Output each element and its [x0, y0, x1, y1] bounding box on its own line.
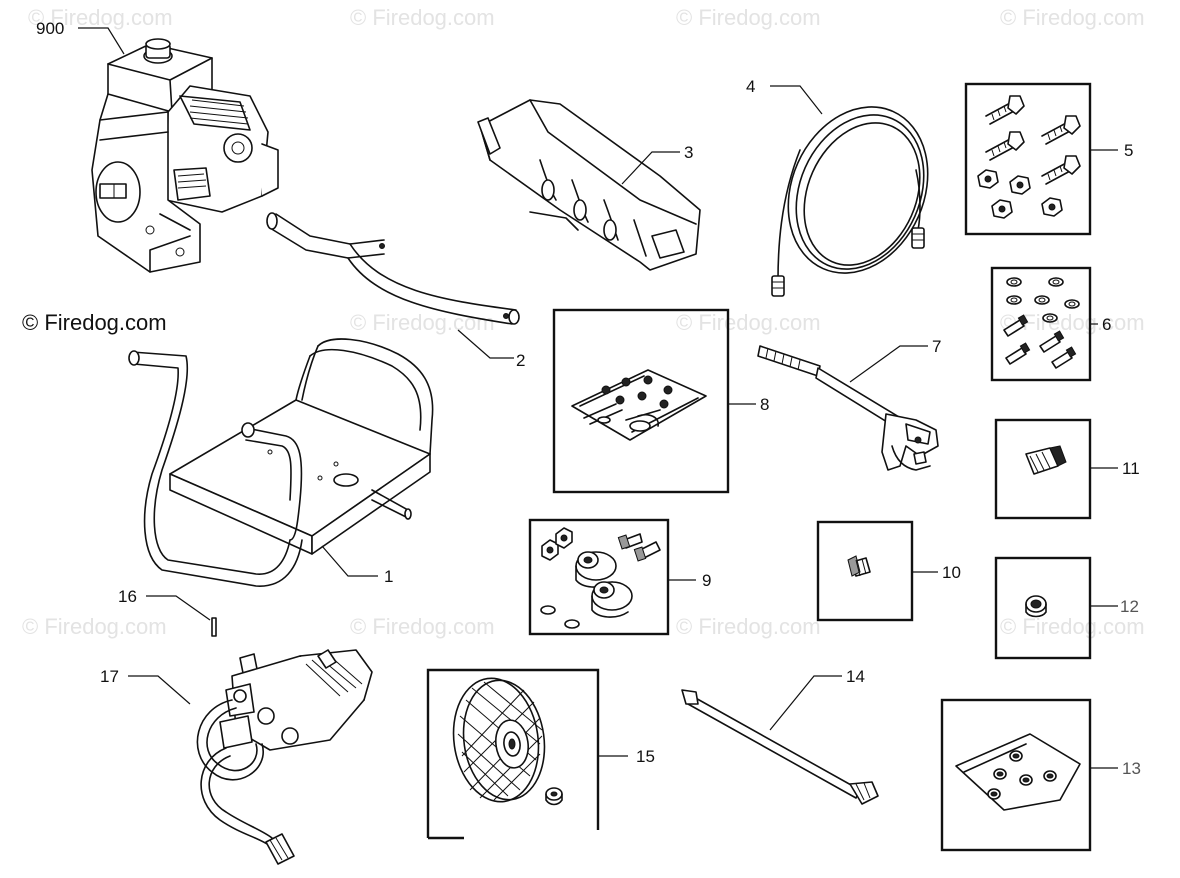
watermark: © Firedog.com [676, 614, 821, 639]
part-number-8: 8 [760, 395, 769, 414]
watermark: © Firedog.com [28, 5, 173, 30]
part-number-1: 1 [384, 567, 393, 586]
watermark: © Firedog.com [350, 5, 495, 30]
part-9-wheel-hub-kit [528, 518, 670, 636]
watermark: © Firedog.com [676, 310, 821, 335]
part-number-4: 4 [746, 77, 755, 96]
part-number-5: 5 [1124, 141, 1133, 160]
part-15-wheel [426, 668, 600, 840]
part-number-3: 3 [684, 143, 693, 162]
part-8-parts-bag [552, 308, 730, 494]
part-number-7: 7 [932, 337, 941, 356]
leader-lines [78, 27, 1118, 769]
part-13-nozzle-kit [940, 698, 1092, 852]
part-number-10: 10 [942, 563, 961, 582]
part-3-cover-bracket [477, 99, 701, 271]
watermarks: © Firedog.com © Firedog.com © Firedog.co… [22, 5, 1145, 639]
part-17-pump [196, 649, 373, 865]
part-1-frame [128, 338, 434, 587]
part-5-bolts-nuts [964, 82, 1092, 236]
part-number-11: 11 [1122, 459, 1140, 478]
part-number-labels: 900 1 2 3 4 5 6 7 8 9 10 11 12 13 14 15 … [36, 19, 1141, 778]
part-number-13: 13 [1122, 759, 1141, 778]
part-number-12: 12 [1120, 597, 1139, 616]
part-900-engine [91, 38, 279, 273]
part-number-2: 2 [516, 351, 525, 370]
watermark: © Firedog.com [676, 5, 821, 30]
watermark: © Firedog.com [350, 310, 495, 335]
watermark: © Firedog.com [350, 614, 495, 639]
part-number-9: 9 [702, 571, 711, 590]
part-7-spray-gun [757, 345, 939, 471]
watermark: © Firedog.com [1000, 614, 1145, 639]
part-14-lance [681, 689, 879, 805]
part-number-900: 900 [36, 19, 64, 38]
part-16-pin [211, 617, 217, 637]
part-number-17: 17 [100, 667, 119, 686]
copyright-label: © Firedog.com [22, 310, 167, 335]
part-12-cap [994, 556, 1092, 660]
part-11-quick-coupler [994, 418, 1092, 520]
part-number-16: 16 [118, 587, 137, 606]
watermark: © Firedog.com [1000, 5, 1145, 30]
part-2-handle-tube [266, 212, 520, 325]
part-4-hose [771, 106, 929, 297]
part-number-6: 6 [1102, 315, 1111, 334]
part-10-fitting [816, 520, 914, 622]
part-number-14: 14 [846, 667, 865, 686]
part-number-15: 15 [636, 747, 655, 766]
watermark: © Firedog.com [22, 614, 167, 639]
